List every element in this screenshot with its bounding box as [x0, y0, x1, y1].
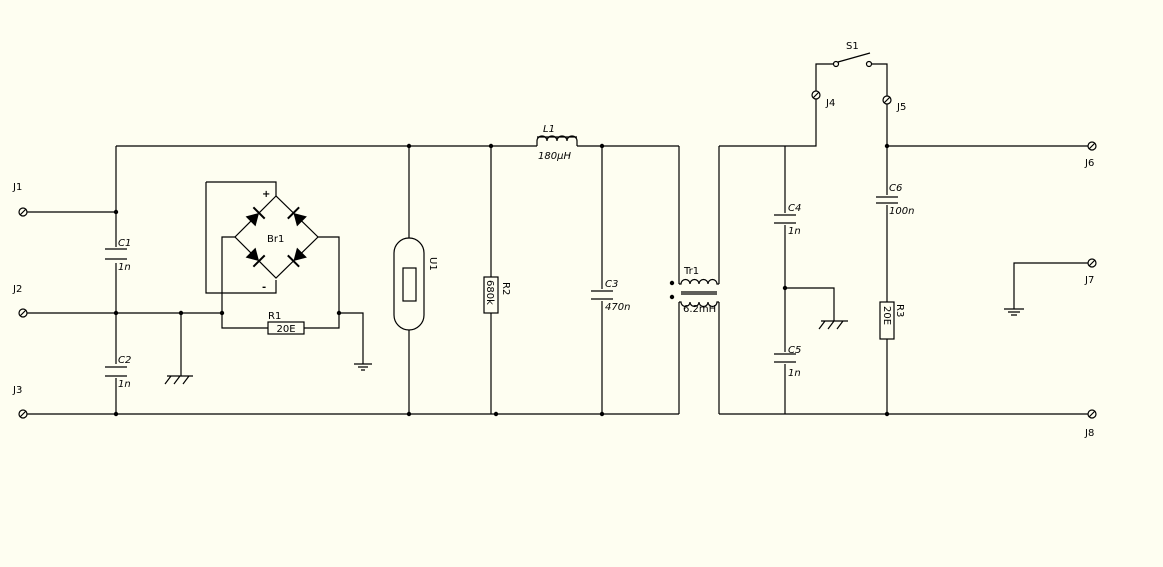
bridge-rectifier-br1: Br1 + -: [234, 189, 319, 293]
ground-chassis-1: [164, 366, 193, 385]
svg-text:J5: J5: [896, 102, 906, 113]
svg-text:20E: 20E: [276, 324, 295, 335]
svg-text:C6: C6: [889, 183, 902, 194]
ground-chassis-2: [818, 320, 848, 330]
svg-text:C1: C1: [118, 238, 131, 249]
ground-signal-2: [1004, 308, 1024, 316]
svg-text:6.2mH: 6.2mH: [683, 304, 716, 315]
connector-j8: J8: [1084, 409, 1097, 439]
svg-text:R1: R1: [268, 311, 281, 322]
svg-text:U1: U1: [427, 257, 438, 271]
inductor-l1: L1 180µH: [536, 124, 578, 162]
svg-text:J3: J3: [12, 385, 22, 396]
ground-signal-1: [354, 363, 372, 371]
connector-j1: J1: [12, 182, 28, 217]
resistor-r3: R3 20E: [879, 301, 905, 340]
svg-text:J7: J7: [1084, 275, 1094, 286]
svg-text:Br1: Br1: [267, 234, 284, 245]
capacitor-c5: C5 1n: [774, 345, 801, 379]
svg-text:C3: C3: [605, 279, 618, 290]
svg-text:S1: S1: [846, 41, 859, 52]
svg-text:Tr1: Tr1: [683, 266, 699, 277]
svg-text:20E: 20E: [881, 306, 892, 325]
transformer-tr1: Tr1 6.2mH: [669, 266, 719, 315]
svg-text:C5: C5: [788, 345, 801, 356]
svg-text:+: +: [262, 189, 270, 200]
resistor-r1: R1 20E: [267, 311, 305, 335]
connector-j3: J3: [12, 385, 28, 419]
svg-text:J6: J6: [1084, 158, 1094, 169]
svg-text:J1: J1: [12, 182, 22, 193]
junction-dots: [113, 143, 890, 417]
svg-text:1n: 1n: [118, 262, 131, 273]
svg-text:J8: J8: [1084, 428, 1094, 439]
capacitor-c3: C3 470n: [591, 279, 630, 313]
svg-text:C2: C2: [118, 355, 131, 366]
wires: [26, 63, 1092, 415]
svg-text:R3: R3: [894, 304, 905, 317]
svg-text:C4: C4: [788, 203, 801, 214]
capacitor-c1: C1 1n: [105, 238, 131, 273]
svg-text:100n: 100n: [889, 206, 914, 217]
connector-j7: J7: [1084, 258, 1097, 286]
connector-j6: J6: [1084, 141, 1097, 169]
capacitor-c2: C2 1n: [105, 355, 131, 390]
svg-text:1n: 1n: [118, 379, 131, 390]
svg-text:J4: J4: [825, 98, 835, 109]
svg-text:-: -: [262, 282, 266, 293]
svg-text:R2: R2: [500, 282, 511, 295]
connector-j4: J4: [811, 90, 835, 109]
connector-j5: J5: [882, 95, 906, 113]
svg-text:J2: J2: [12, 284, 22, 295]
svg-text:470n: 470n: [605, 302, 630, 313]
svg-text:680k: 680k: [484, 280, 495, 305]
svg-text:180µH: 180µH: [538, 151, 571, 162]
device-u1: U1: [393, 237, 438, 331]
resistor-r2: R2 680k: [483, 276, 511, 314]
svg-text:1n: 1n: [788, 368, 801, 379]
svg-text:1n: 1n: [788, 226, 801, 237]
capacitor-c4: C4 1n: [774, 203, 801, 237]
svg-text:L1: L1: [543, 124, 555, 135]
switch-s1: S1: [832, 41, 873, 68]
capacitor-c6: C6 100n: [876, 183, 914, 217]
connector-j2: J2: [12, 284, 28, 318]
